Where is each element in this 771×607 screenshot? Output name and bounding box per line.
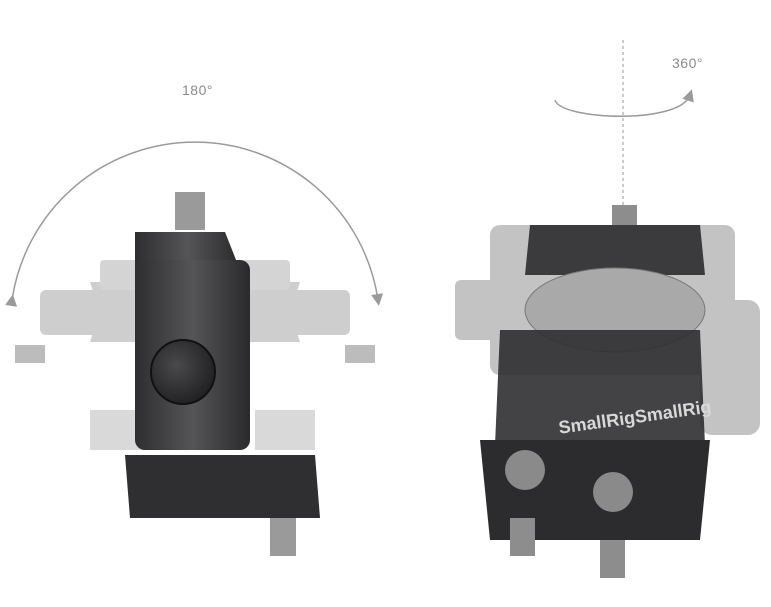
- rotation-label-180: 180°: [182, 82, 213, 98]
- rotation-arrow-360: [554, 89, 694, 117]
- left-mount: [125, 192, 320, 556]
- right-mount: SmallRigSmallRig: [480, 205, 713, 578]
- rotation-arc-180: [5, 141, 384, 307]
- rotation-label-360: 360°: [672, 55, 703, 71]
